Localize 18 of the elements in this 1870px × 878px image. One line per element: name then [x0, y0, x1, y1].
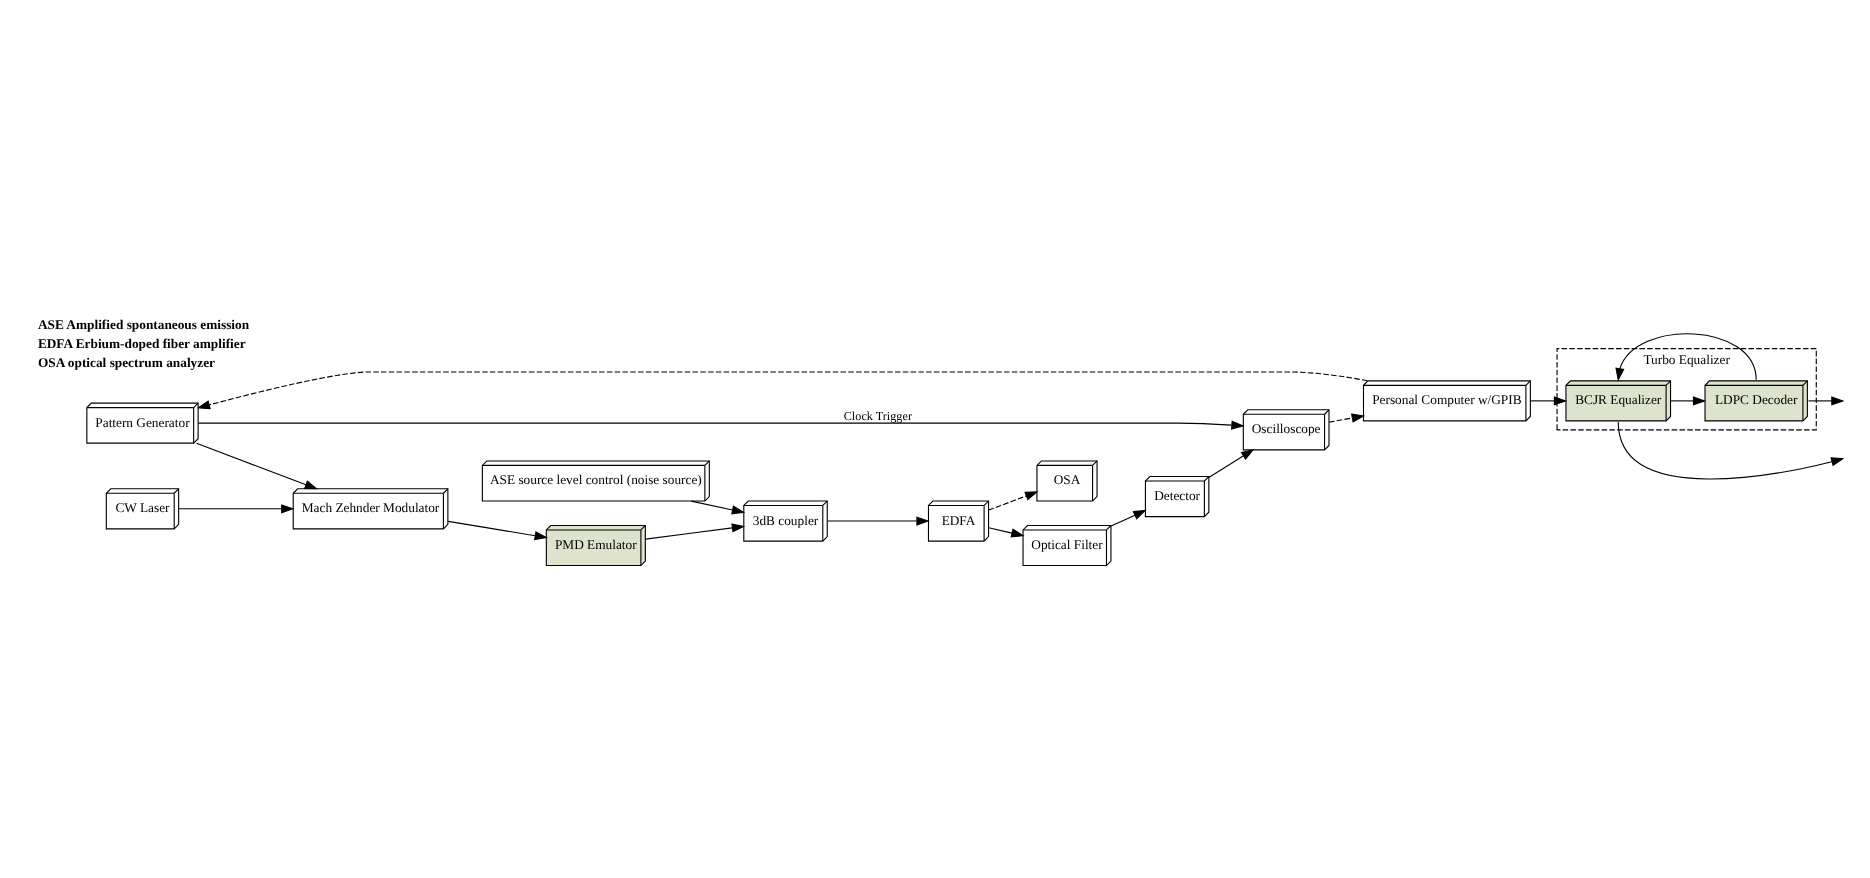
arrow [645, 523, 746, 540]
arrow [196, 442, 318, 490]
arrow [196, 371, 1368, 410]
arrow [1617, 421, 1845, 480]
arrow [690, 500, 746, 515]
arrow [197, 420, 1245, 430]
arrow [1208, 449, 1255, 478]
arrow [827, 516, 930, 526]
arrow [1110, 509, 1147, 527]
arrow [988, 527, 1025, 538]
arrow [1807, 396, 1845, 406]
arrow [1328, 413, 1365, 423]
arrow [178, 504, 295, 514]
arrow [447, 520, 548, 541]
arrow [1670, 396, 1707, 406]
arrow [1530, 396, 1568, 406]
arrow [1615, 333, 1757, 382]
arrow [988, 491, 1039, 511]
